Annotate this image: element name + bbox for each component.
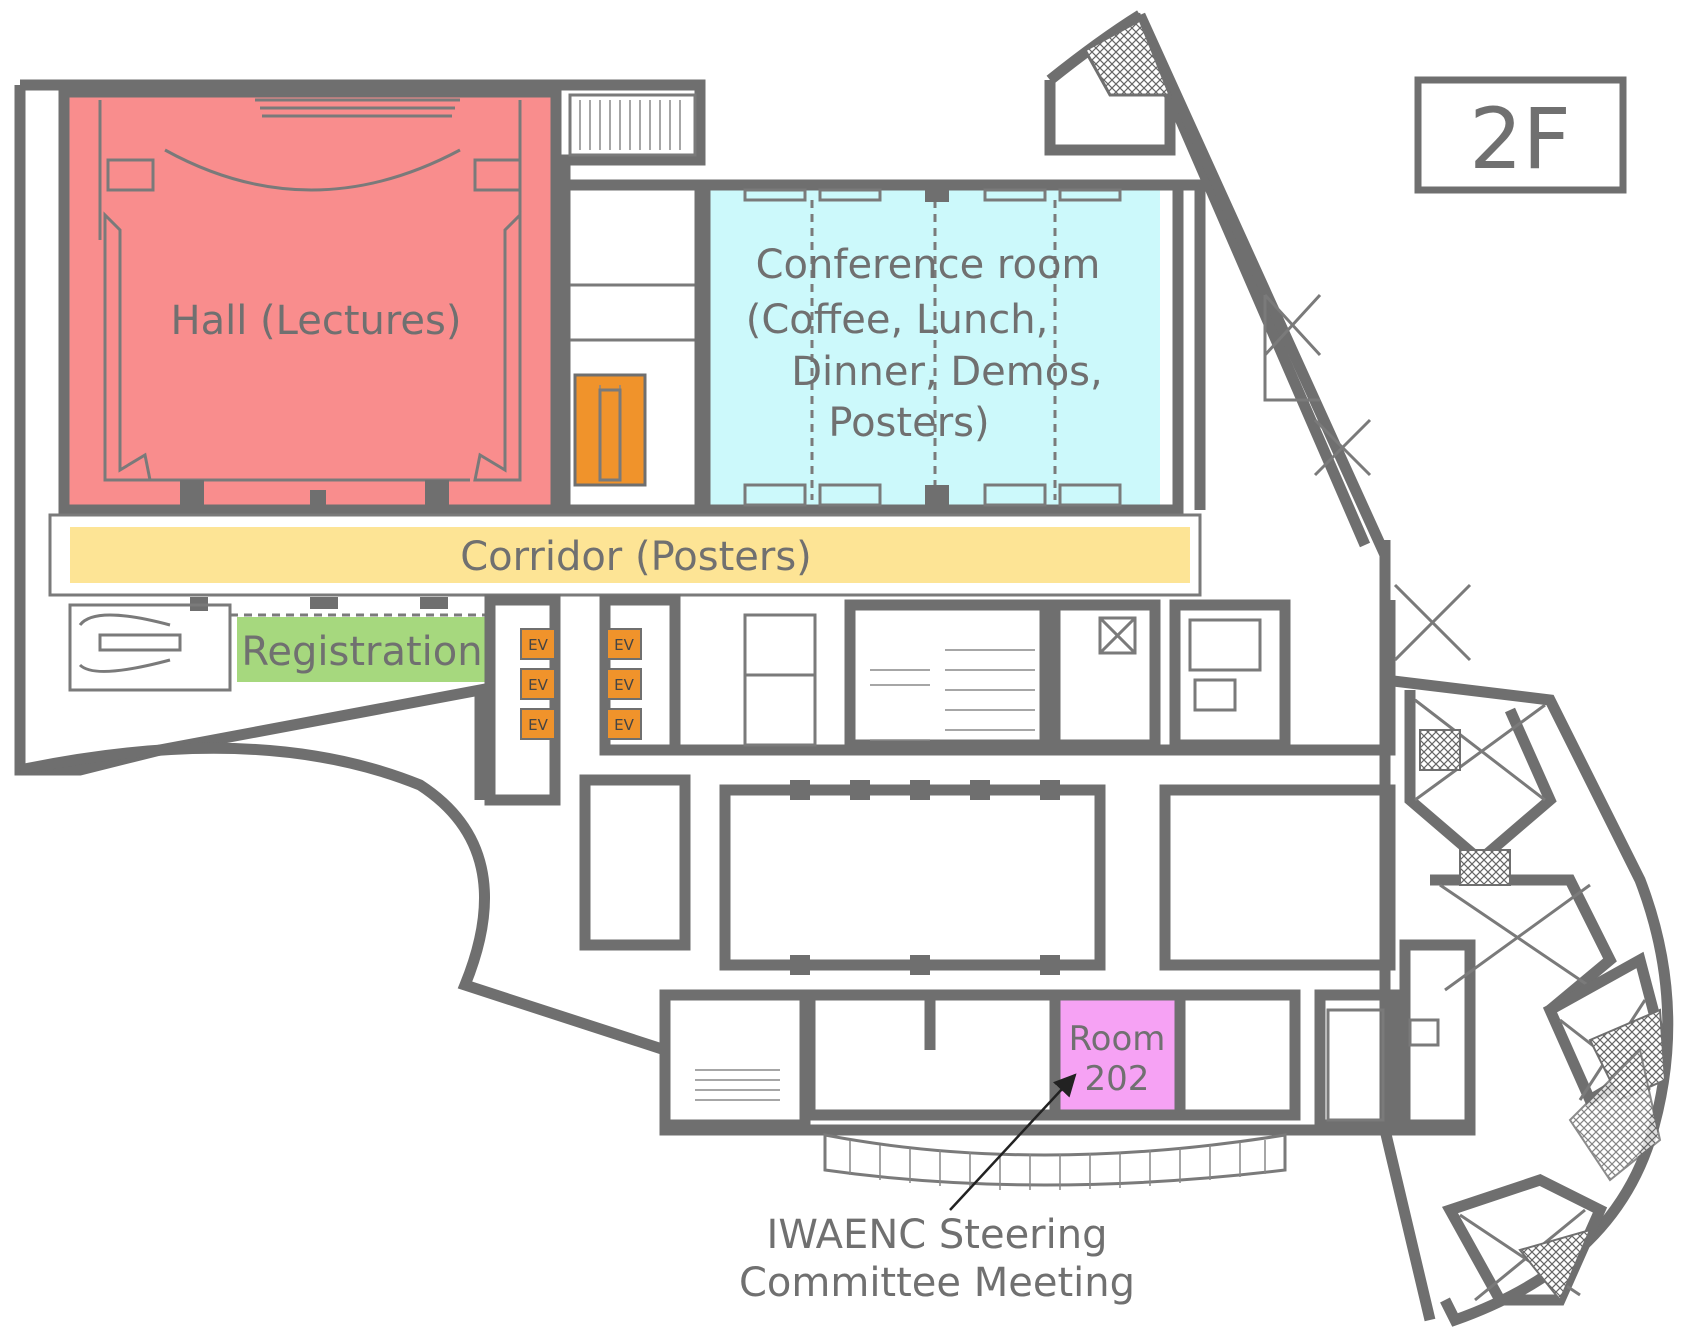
elevator-bank-left: EV EV EV <box>484 594 561 806</box>
registration-label: Registration <box>241 629 482 675</box>
balcony <box>823 1133 1287 1190</box>
conference-line-4: Posters) <box>828 400 989 446</box>
ev-label-2: EV <box>528 676 548 694</box>
hall-label: Hall (Lectures) <box>171 298 462 344</box>
stairs-top <box>568 93 697 157</box>
conference-line-1: Conference room <box>756 242 1101 288</box>
conference-room-label: Conference room (Coffee, Lunch, Dinner, … <box>746 242 1103 446</box>
room-202-fill[interactable] <box>1057 1000 1177 1111</box>
floor-label-box: 2F <box>1414 76 1627 194</box>
ev-label-5: EV <box>614 676 634 694</box>
registration-fill[interactable] <box>237 617 490 682</box>
conference-walls <box>694 179 1206 516</box>
annotation-line-1: IWAENC Steering <box>767 1212 1108 1258</box>
restroom-block <box>669 599 1396 756</box>
conference-line-2: (Coffee, Lunch, <box>746 297 1049 343</box>
annotation-arrow <box>949 1073 1077 1211</box>
hall-walls <box>58 86 562 516</box>
service-core <box>559 179 711 516</box>
lower-middle-block <box>579 774 1396 975</box>
room-202-line-1: Room <box>1069 1019 1166 1059</box>
elevator-bank-right: EV EV EV <box>599 594 681 756</box>
ev-label-3: EV <box>528 716 548 734</box>
corridor-label: Corridor (Posters) <box>460 534 812 580</box>
annotation: IWAENC Steering Committee Meeting <box>739 1212 1135 1306</box>
annotation-line-2: Committee Meeting <box>739 1260 1135 1306</box>
conference-line-3: Dinner, Demos, <box>791 349 1103 395</box>
floor-label: 2F <box>1469 90 1571 188</box>
ev-label-6: EV <box>614 716 634 734</box>
right-bays <box>1263 293 1672 1306</box>
top-right-stair <box>1082 17 1173 97</box>
registration-zone <box>68 603 490 692</box>
room-202-line-2: 202 <box>1085 1059 1150 1099</box>
room-202-label: Room 202 <box>1069 1019 1166 1099</box>
ev-label-4: EV <box>614 636 634 654</box>
corridor-fill[interactable] <box>70 527 1190 583</box>
ev-label-1: EV <box>528 636 548 654</box>
